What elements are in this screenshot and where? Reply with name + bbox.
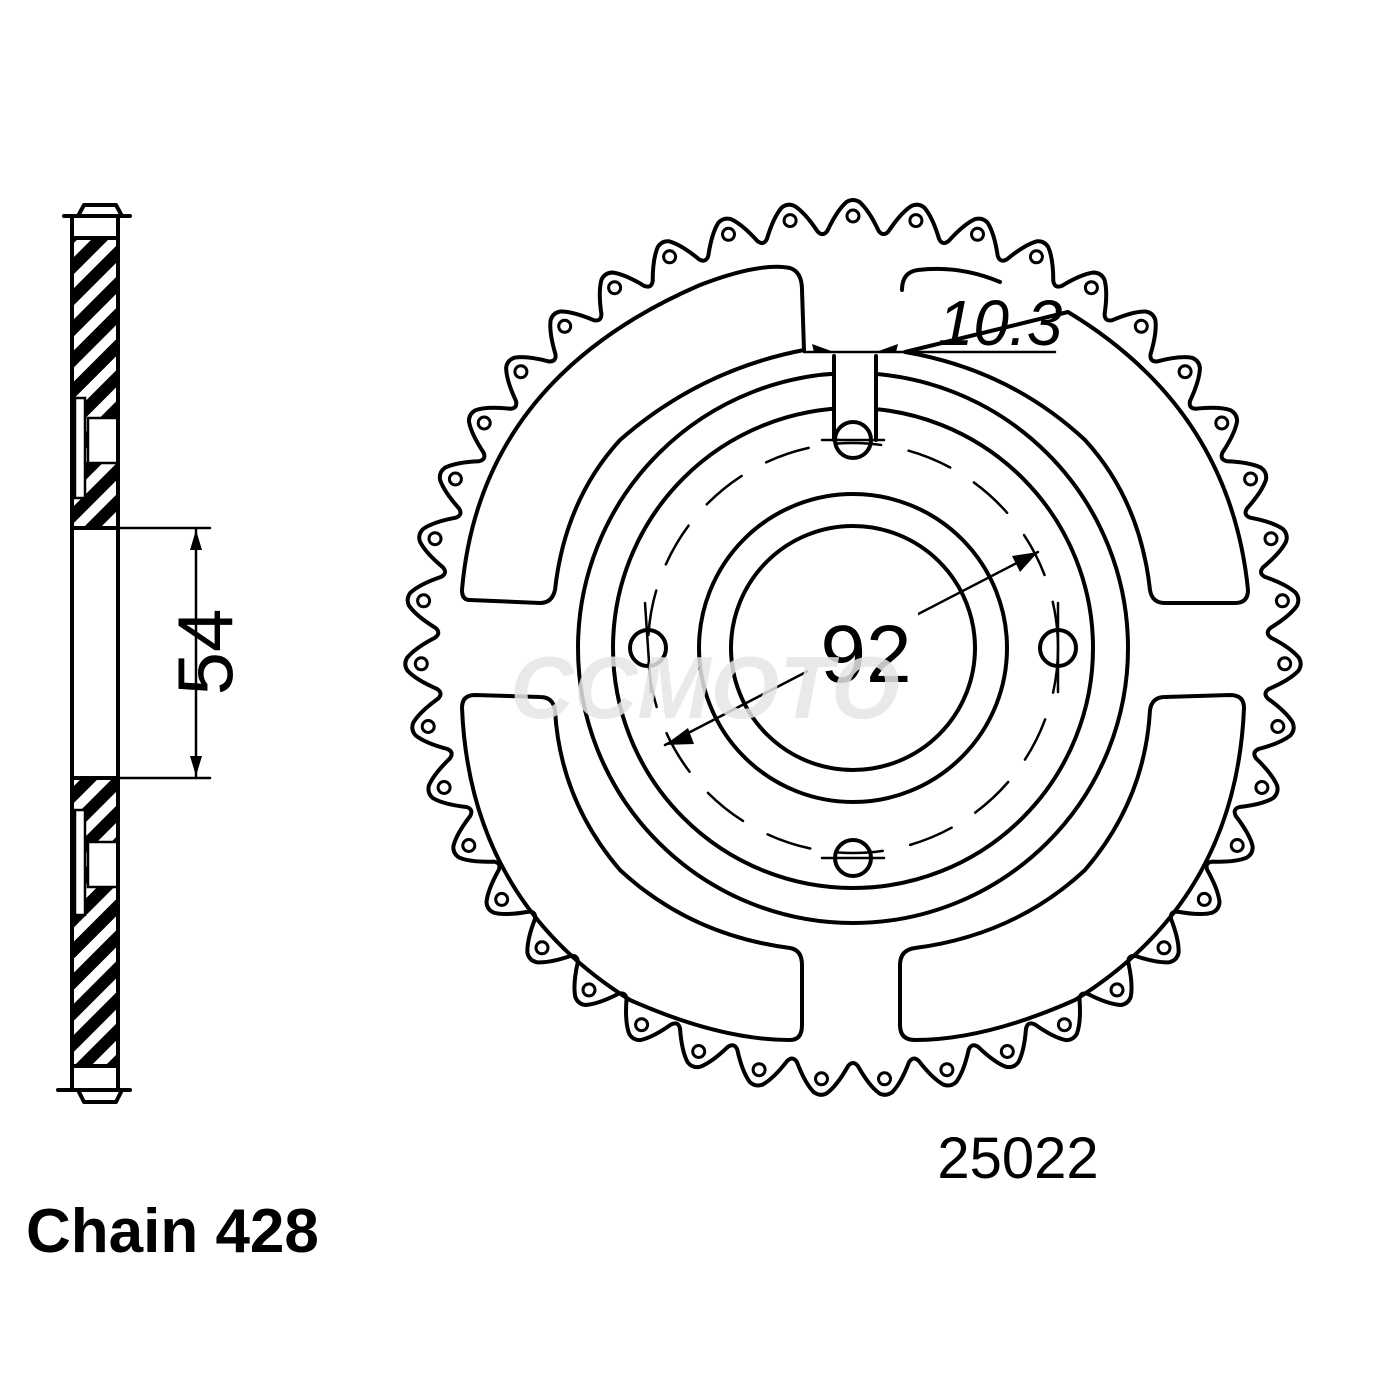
dim54-arrow-up-icon	[190, 530, 202, 550]
tooth-tip-circle	[939, 1062, 955, 1078]
dim103-arrow-left-icon	[812, 344, 834, 352]
tooth-tip-circle	[416, 593, 432, 609]
tooth-tip-circle	[1214, 415, 1230, 431]
dim103-arrow-right-icon	[876, 344, 898, 352]
tooth-tip-circle	[534, 940, 550, 956]
tooth-tip-circle	[436, 780, 452, 795]
bolt-hole-top	[820, 354, 886, 460]
bolt-hole-right	[1038, 601, 1078, 694]
tooth-tip-circle	[782, 213, 798, 229]
tooth-tip-circle	[427, 531, 443, 547]
side-upper-bolt-hole	[86, 416, 120, 465]
side-view: 54	[56, 203, 249, 1104]
dim-92: 92	[663, 550, 1040, 747]
tooth-tip-circle	[581, 982, 597, 998]
tooth-tip-circle	[845, 208, 861, 224]
dim-54-label: 54	[161, 609, 249, 696]
tooth-tip-circle	[721, 226, 736, 242]
dim-10-3: 10.3	[802, 287, 1063, 359]
tooth-tip-circle	[1056, 1017, 1072, 1033]
tooth-tip-circle	[1156, 940, 1172, 956]
tooth-tip-circle	[413, 656, 429, 672]
tooth-tip-circle	[1254, 780, 1270, 795]
chain-label: Chain 428	[26, 1197, 319, 1266]
bolt-holes	[628, 354, 1078, 878]
tooth-tip-circle	[662, 249, 678, 265]
window-bottom-right	[898, 693, 1246, 1042]
tooth-tip-circle	[1177, 364, 1193, 380]
tooth-tip-circle	[1109, 982, 1125, 998]
side-top-tooth	[76, 203, 124, 218]
tooth-tip-circle	[1243, 471, 1259, 487]
tooth-root-circles	[413, 208, 1293, 1087]
side-lower-bolt-hole	[86, 840, 120, 889]
tooth-tip-circle	[607, 280, 623, 296]
lightening-windows	[460, 264, 1250, 1042]
tooth-tip-circle	[513, 364, 529, 380]
side-bottom-tooth	[76, 1088, 124, 1104]
tooth-tip-circle	[814, 1071, 829, 1087]
dim-92-label: 92	[820, 609, 911, 700]
tooth-tip-circle	[494, 891, 510, 907]
tooth-tip-circle	[1274, 593, 1290, 609]
tooth-tip-circle	[1263, 531, 1279, 547]
tooth-tip-circle	[1028, 249, 1044, 265]
dim92-arrow-sw-icon	[665, 728, 694, 745]
dim-10-3-label: 10.3	[938, 287, 1063, 359]
dim92-arrow-ne-icon	[1012, 552, 1038, 572]
tooth-tip-circle	[557, 318, 573, 334]
hub-ring-3	[697, 492, 1009, 804]
tooth-tip-circle	[877, 1071, 892, 1087]
tooth-tip-circle	[461, 838, 477, 853]
side-lower-bolt-recess	[73, 808, 87, 917]
tooth-tip-circle	[1277, 656, 1293, 672]
tooth-tip-circle	[1196, 891, 1212, 907]
tooth-tip-circle	[1133, 318, 1149, 334]
part-number-label: 25022	[937, 1126, 1098, 1191]
window-bottom-left	[460, 693, 804, 1042]
window-top-left	[460, 264, 806, 605]
tooth-tip-circle	[908, 213, 924, 229]
sprocket-teeth-outline	[403, 198, 1303, 1097]
tooth-tip-circle	[634, 1017, 650, 1033]
tooth-tip-circle	[1270, 719, 1286, 734]
tooth-tip-circle	[970, 226, 985, 242]
tooth-tip-circle	[476, 415, 492, 431]
tooth-tip-circle	[751, 1062, 767, 1078]
tooth-tip-circle	[999, 1044, 1015, 1059]
watermark: CCMOTO	[510, 638, 899, 737]
tooth-tip-circle	[447, 471, 463, 487]
window-top-right	[900, 266, 1250, 605]
center-bore	[729, 524, 977, 772]
tooth-tip-circle	[1229, 838, 1245, 853]
tooth-tip-circle	[691, 1044, 707, 1059]
front-view: 10.3 92 CCMOTO	[403, 198, 1303, 1097]
side-upper-bolt-recess	[73, 396, 87, 500]
dim54-arrow-down-icon	[190, 756, 202, 776]
tooth-tip-circle	[1083, 280, 1099, 296]
bolt-hole-left	[628, 601, 668, 694]
bolt-hole-bottom	[820, 838, 886, 878]
tooth-tip-circle	[420, 719, 436, 734]
